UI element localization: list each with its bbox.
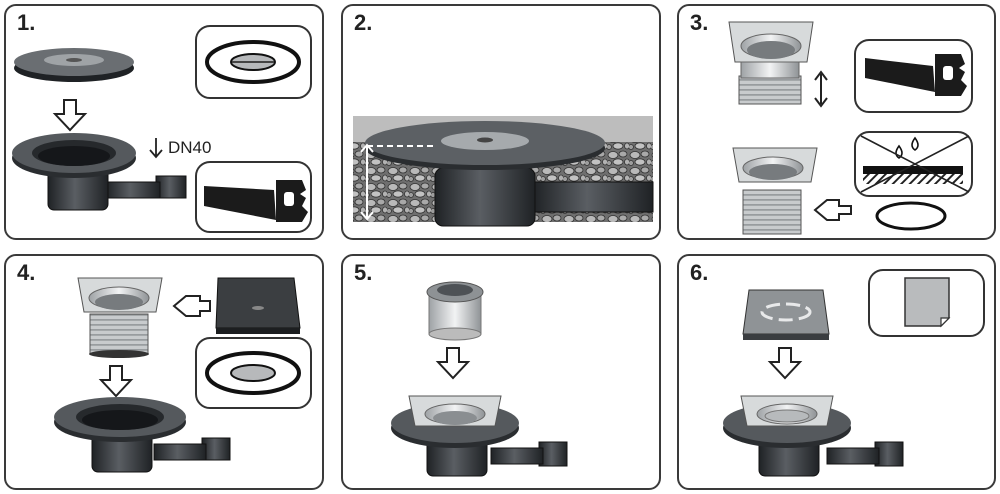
document-icon [868, 269, 985, 337]
step-1-panel: 1. [4, 4, 324, 240]
step-5-number: 5. [354, 260, 373, 285]
step-1-illustration [12, 25, 312, 233]
drain-flange-disc [14, 48, 134, 82]
step-2-illustration [353, 116, 654, 227]
finished-drain [723, 395, 904, 477]
step-6-number: 6. [690, 260, 709, 285]
step-3-panel: 3. [677, 4, 996, 240]
down-arrow-icon [52, 99, 88, 132]
seal-ring-icon [195, 337, 312, 409]
step-3-number: 3. [690, 10, 709, 35]
drain-installed [365, 121, 654, 227]
saw-icon [195, 161, 312, 233]
seal-ring-icon [875, 201, 947, 231]
assembled-drain [391, 395, 568, 477]
adjustable-grating-insert [728, 21, 814, 105]
cut-grating-insert [732, 147, 818, 235]
step-2-panel: 2. [341, 4, 661, 240]
grating-insert [77, 277, 163, 358]
height-indicator [360, 143, 437, 221]
adjust-arrow [814, 70, 828, 108]
left-arrow-icon [813, 199, 852, 221]
down-arrow-icon [435, 347, 471, 380]
drain-body [12, 133, 187, 211]
waterproof-membrane-icon [854, 131, 973, 197]
seal-ring-icon [195, 25, 312, 99]
dn-arrow [149, 138, 163, 159]
step-6-panel: 6. [677, 254, 996, 490]
step-4-number: 4. [17, 260, 36, 285]
pipe-size-label: DN40 [168, 138, 212, 157]
step-2-number: 2. [354, 10, 373, 35]
step-4-panel: 4. [4, 254, 324, 490]
down-arrow-icon [98, 365, 134, 398]
down-arrow-icon [767, 347, 803, 380]
grating-plate [742, 289, 830, 340]
step-3-illustration [728, 21, 973, 235]
left-arrow-icon [172, 295, 211, 317]
step-4-illustration [54, 277, 312, 473]
saw-icon [854, 39, 973, 113]
step-5-panel: 5. [341, 254, 661, 490]
step-1-number: 1. [17, 10, 36, 35]
odour-trap-insert [426, 281, 484, 341]
step-6-illustration [723, 269, 985, 477]
cover-plate-icon [215, 277, 301, 334]
step-5-illustration [391, 281, 568, 477]
drain-body [54, 397, 231, 473]
